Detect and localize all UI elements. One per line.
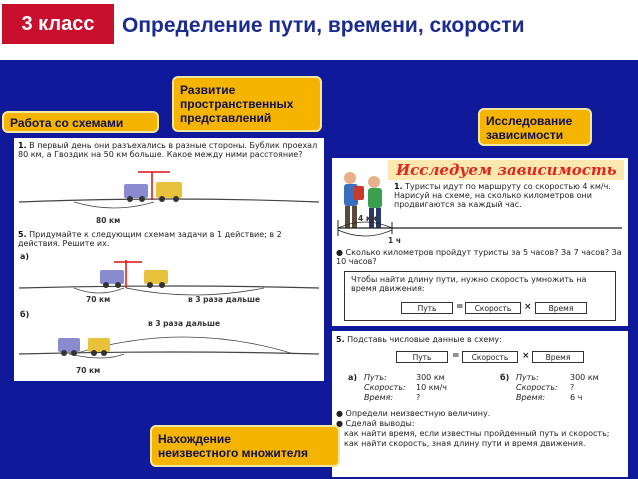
- bullet-determine-text: Определи неизвестную величину.: [345, 409, 491, 418]
- scheme-equals: =: [452, 351, 460, 361]
- tourists-illustration: [344, 172, 382, 228]
- variant-b-path-key: Путь:: [516, 373, 539, 382]
- part-b-label: б): [20, 310, 30, 319]
- bullet-determine: ● Определи неизвестную величину.: [336, 409, 624, 418]
- part-b-bottom-label: 70 км: [76, 366, 101, 375]
- part-b-top-label: в 3 раза дальше: [148, 319, 221, 328]
- variant-b-label: б): [500, 373, 510, 382]
- bullet-conclusions: ● Сделай выводы:: [336, 419, 624, 428]
- variant-b-path-value: 300 км: [570, 373, 599, 382]
- callout-factor: Нахождение неизвестного множителя: [150, 425, 340, 467]
- grade-badge: 3 класс: [2, 4, 114, 44]
- task1-distance-label: 80 км: [96, 216, 121, 225]
- variant-a-time-key: Время:: [364, 393, 394, 402]
- dependency-task1: 1. Туристы идут по маршруту со скоростью…: [394, 182, 624, 209]
- substitute-task: 5. Подставь числовые данные в схему:: [336, 335, 624, 344]
- dependency-task1-number: 1.: [394, 182, 403, 191]
- formula-path: Путь: [401, 302, 453, 314]
- section-title: Исследуем зависимость: [396, 161, 617, 179]
- variant-a-time-value: ?: [416, 393, 421, 402]
- formula-time: Время: [535, 302, 587, 314]
- segment-label: 4 км: [358, 214, 378, 223]
- bullet-icon: ●: [336, 409, 346, 418]
- variant-b-speed-value: ?: [570, 383, 575, 392]
- variant-a-path-value: 300 км: [416, 373, 445, 382]
- conclusion-speed: как найти скорость, зная длину пути и вр…: [344, 439, 586, 448]
- rule-text: Чтобы найти длину пути, нужно скорость у…: [351, 275, 587, 293]
- variant-a-path-key: Путь:: [364, 373, 387, 382]
- variant-b-time-value: 6 ч: [570, 393, 583, 402]
- task5-number: 5.: [18, 230, 27, 239]
- substitute-task-number: 5.: [336, 335, 345, 344]
- part-a-label: а): [20, 252, 30, 261]
- callout-spatial: Развитие пространственных представлений: [172, 76, 322, 132]
- part-a-diagram: [18, 260, 320, 296]
- part-b-diagram: [18, 336, 320, 359]
- scheme-time: Время: [532, 351, 584, 363]
- speed-scheme: [337, 220, 622, 237]
- dependency-question: ● Сколько километров пройдут туристы за …: [336, 248, 624, 266]
- variant-b-time-key: Время:: [516, 393, 546, 402]
- callout-dependency: Исследование зависимости: [478, 108, 592, 146]
- formula-speed: Скорость: [465, 302, 521, 314]
- slide-stage: 1. В первый день они разъехались в разны…: [0, 60, 638, 479]
- task1-text: 1. В первый день они разъехались в разны…: [18, 141, 318, 159]
- bullet-conclusions-text: Сделай выводы:: [345, 419, 415, 428]
- section-header-band: [388, 160, 624, 180]
- part-a-left-label: 70 км: [86, 295, 111, 304]
- right-bottom-textbook-panel: 5. Подставь числовые данные в схему: Пут…: [332, 331, 628, 477]
- task5-body: Придумайте к следующим схемам задачи в 1…: [18, 230, 282, 248]
- left-textbook-panel: 1. В первый день они разъехались в разны…: [14, 138, 324, 381]
- dependency-question-text: Сколько километров пройдут туристы за 5 …: [336, 248, 622, 266]
- scheme-speed: Скорость: [462, 351, 518, 363]
- task1-diagram: [18, 171, 320, 209]
- time-label: 1 ч: [388, 236, 401, 245]
- page-title: Определение пути, времени, скорости: [122, 14, 525, 37]
- variant-a-label: а): [348, 373, 358, 382]
- formula-multiply: ×: [524, 302, 532, 312]
- part-a-right-label: в 3 раза дальше: [188, 295, 261, 304]
- bullet-icon: ●: [336, 419, 346, 428]
- task1-number: 1.: [18, 141, 27, 150]
- dependency-task1-body: Туристы идут по маршруту со скоростью 4 …: [394, 182, 611, 209]
- formula-equals: =: [456, 302, 464, 312]
- callout-schemes: Работа со схемами: [2, 111, 159, 133]
- bullet-icon: ●: [336, 248, 346, 257]
- variant-b-speed-key: Скорость:: [516, 383, 558, 392]
- variant-a-speed-key: Скорость:: [364, 383, 406, 392]
- task1-body: В первый день они разъехались в разные с…: [18, 141, 318, 159]
- rule-box: Чтобы найти длину пути, нужно скорость у…: [344, 271, 616, 321]
- scheme-path: Путь: [396, 351, 448, 363]
- right-top-textbook-panel: Исследуем зависимость 1. Туристы идут по…: [332, 158, 628, 326]
- task5-text: 5. Придумайте к следующим схемам задачи …: [18, 230, 318, 248]
- variant-a-speed-value: 10 км/ч: [416, 383, 448, 392]
- conclusion-time: как найти время, если известны пройденны…: [344, 429, 610, 438]
- substitute-task-body: Подставь числовые данные в схему:: [347, 335, 502, 344]
- scheme-multiply: ×: [522, 351, 530, 361]
